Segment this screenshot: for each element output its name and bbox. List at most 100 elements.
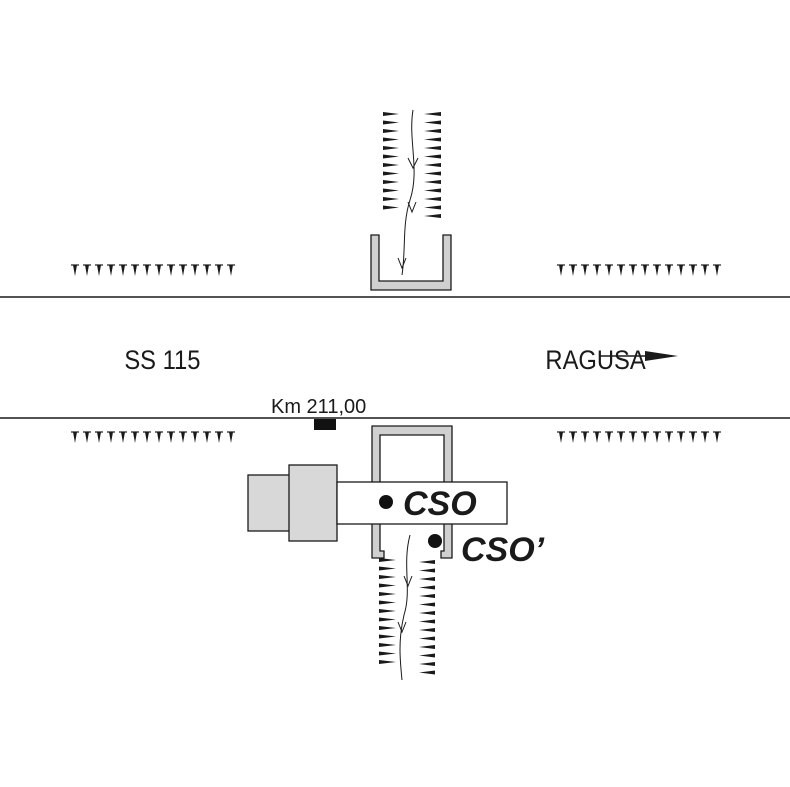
hachure-mark xyxy=(229,432,233,443)
point-cso-prime-label: CSO’ xyxy=(461,531,545,569)
hachure-mark xyxy=(145,432,149,443)
culvert-south xyxy=(371,425,453,559)
embankment-hachures xyxy=(71,112,721,675)
hachure-mark xyxy=(424,197,441,201)
hachure-mark xyxy=(85,265,89,276)
hachure-mark xyxy=(703,265,707,276)
hachure-mark xyxy=(419,611,435,615)
hachure-mark xyxy=(643,265,647,276)
hachure-mark xyxy=(383,197,399,201)
hachure-mark xyxy=(109,432,113,443)
hachure-mark xyxy=(619,432,623,443)
hachure-mark xyxy=(715,265,719,276)
hachure-mark xyxy=(424,171,441,176)
hachure-mark xyxy=(419,645,435,649)
hachure-mark xyxy=(379,626,396,630)
hachure-mark xyxy=(631,265,635,276)
watercourse-south xyxy=(397,534,413,681)
hachure-mark xyxy=(559,432,563,443)
hachure-mark xyxy=(121,432,125,443)
km-marker-post xyxy=(314,419,336,430)
point-cso-prime-dot xyxy=(428,534,442,548)
watercourse-north xyxy=(397,109,419,276)
hachure-mark xyxy=(559,265,563,276)
hachure-mark xyxy=(424,188,441,193)
hachure-mark xyxy=(424,120,441,125)
flow-arrow-icon xyxy=(397,257,407,270)
hachure-mark xyxy=(157,265,161,276)
hachure-mark xyxy=(205,432,209,443)
hachure-mark xyxy=(424,129,441,133)
hachure-mark xyxy=(379,583,396,588)
hachure-mark xyxy=(181,265,185,276)
hachure-mark xyxy=(419,602,435,607)
hachure-mark xyxy=(379,575,396,579)
hachure-mark xyxy=(121,265,125,276)
hachure-mark xyxy=(419,594,435,598)
hachure-mark xyxy=(424,180,441,184)
hachure-mark xyxy=(383,129,399,133)
building-block-middle xyxy=(288,464,338,542)
hachure-mark xyxy=(424,154,441,159)
km-marker-label: Km 211,00 xyxy=(271,396,366,418)
road-name: SS 115 xyxy=(124,346,200,376)
hachure-mark xyxy=(181,432,185,443)
hachure-mark xyxy=(379,566,396,571)
hachure-mark xyxy=(607,265,611,276)
hachure-mark xyxy=(379,600,396,605)
flow-arrow-icon xyxy=(407,201,417,214)
hachure-mark xyxy=(383,188,399,193)
hachure-mark xyxy=(85,432,89,443)
hachure-mark xyxy=(631,432,635,443)
hachure-mark xyxy=(383,154,399,159)
hachure-mark xyxy=(383,146,399,150)
culvert-north xyxy=(370,234,452,291)
hachure-mark xyxy=(583,265,587,276)
hachure-mark xyxy=(73,265,77,276)
hachure-mark xyxy=(133,432,137,443)
hachure-mark xyxy=(419,636,435,641)
hachure-mark xyxy=(691,265,695,276)
hachure-mark xyxy=(379,651,396,656)
hachure-mark xyxy=(193,432,197,443)
hachure-mark xyxy=(679,265,683,276)
hachure-mark xyxy=(643,432,647,443)
hachure-mark xyxy=(133,265,137,276)
hachure-mark xyxy=(595,265,599,276)
hachure-mark xyxy=(571,265,575,276)
hachure-mark xyxy=(424,214,441,218)
building-block-west xyxy=(247,474,291,532)
hachure-mark xyxy=(379,634,396,639)
hachure-mark xyxy=(383,120,399,125)
hachure-mark xyxy=(379,660,396,664)
hachure-mark xyxy=(383,180,399,184)
hachure-mark xyxy=(419,653,435,658)
hachure-mark xyxy=(383,137,399,142)
hachure-mark xyxy=(667,432,671,443)
hachure-mark xyxy=(595,432,599,443)
hachure-mark xyxy=(619,265,623,276)
hachure-mark xyxy=(424,112,441,116)
hachure-mark xyxy=(424,146,441,150)
hachure-mark xyxy=(703,432,707,443)
hachure-mark xyxy=(419,670,435,675)
hachure-mark xyxy=(424,205,441,210)
hachure-mark xyxy=(217,432,221,443)
hachure-mark xyxy=(679,432,683,443)
hachure-mark xyxy=(97,432,101,443)
hachure-mark xyxy=(607,432,611,443)
flow-arrow-icon xyxy=(403,575,413,588)
point-cso-label: CSO xyxy=(403,485,477,523)
hachure-mark xyxy=(667,265,671,276)
hachure-mark xyxy=(583,432,587,443)
hachure-mark xyxy=(419,619,435,624)
measurement-platform xyxy=(336,481,508,525)
hachure-mark xyxy=(109,265,113,276)
hachure-mark xyxy=(419,585,435,590)
hachure-mark xyxy=(424,163,441,167)
hachure-mark xyxy=(655,265,659,276)
flow-arrow-icon xyxy=(397,621,407,634)
hachure-mark xyxy=(229,265,233,276)
hachure-mark xyxy=(424,137,441,142)
